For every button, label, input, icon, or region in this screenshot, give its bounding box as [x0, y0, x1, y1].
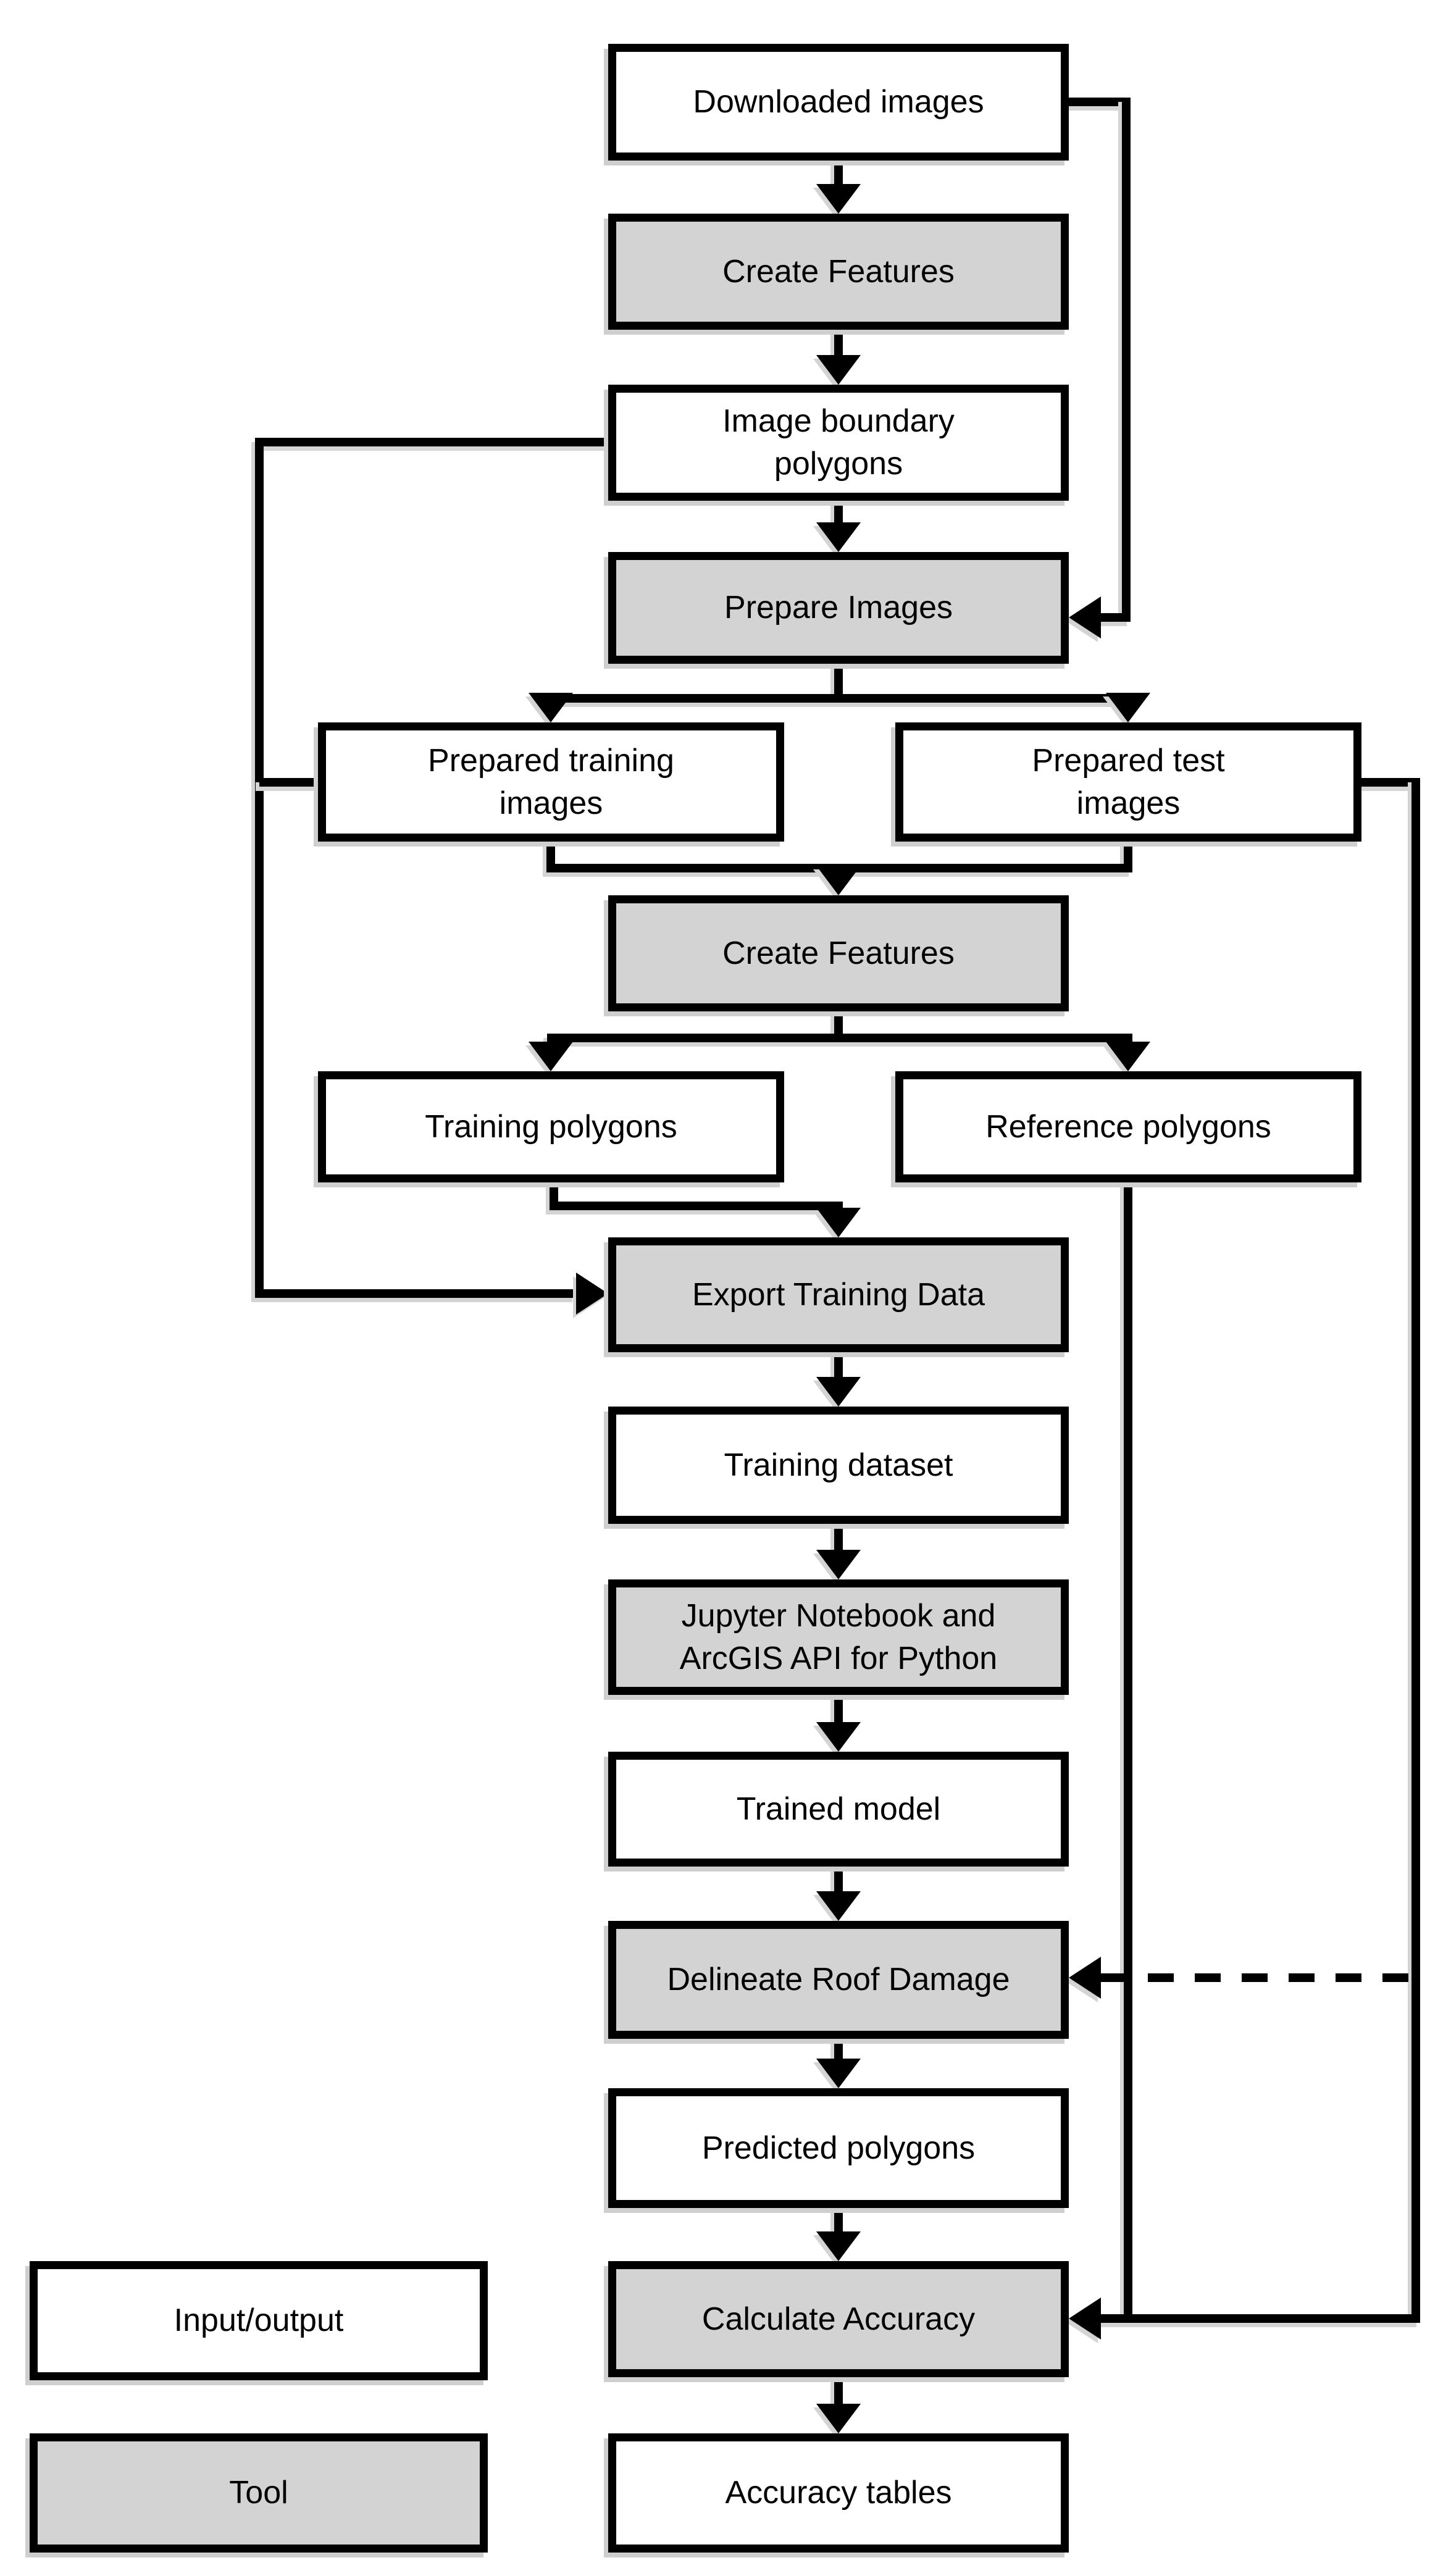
edge-trainpoly-horizontal	[550, 1202, 843, 1210]
legend-tool: Tool	[30, 2433, 488, 2553]
edge-leftrail-vertical	[255, 438, 264, 1298]
edge-into-calculate	[1101, 2314, 1420, 2323]
edge-boundary-to-prepareimages	[834, 501, 843, 525]
legend-input-output-label: Input/output	[174, 2302, 344, 2339]
edge-testimages-out	[1361, 778, 1420, 787]
node-jupyter-notebook-arcgis: Jupyter Notebook and ArcGIS API for Pyth…	[608, 1579, 1069, 1695]
arrowhead-left-icon	[1069, 2298, 1101, 2340]
edge-jupyter-to-model	[834, 1695, 843, 1725]
legend-tool-label: Tool	[229, 2475, 288, 2511]
edge-split1-horizontal	[547, 694, 1132, 703]
node-prepare-images: Prepare Images	[608, 552, 1069, 664]
edge-downloaded-to-createfeatures1	[834, 161, 843, 189]
node-export-training-data: Export Training Data	[608, 1237, 1069, 1352]
node-label: Export Training Data	[692, 1276, 985, 1313]
arrowhead-down-icon	[1106, 693, 1150, 722]
edge-leftrail-top	[259, 438, 608, 446]
edge-delineate-to-predicted	[834, 2039, 843, 2061]
node-label: Delineate Roof Damage	[667, 1962, 1010, 1998]
node-create-features-1: Create Features	[608, 214, 1069, 330]
edge-refpoly-vertical	[1124, 1182, 1132, 2323]
edge-dashed-into-delineate	[1101, 1973, 1411, 1982]
node-create-features-2: Create Features	[608, 895, 1069, 1011]
arrowhead-down-icon	[816, 1377, 861, 1407]
edge-dataset-to-jupyter	[834, 1524, 843, 1552]
node-label: Trained model	[736, 1791, 941, 1827]
node-delineate-roof-damage: Delineate Roof Damage	[608, 1921, 1069, 2039]
edge-export-to-dataset	[834, 1352, 843, 1380]
edge-trainimages-to-leftrail	[259, 778, 318, 787]
arrowhead-down-icon	[816, 1722, 861, 1752]
arrowhead-down-icon	[816, 866, 861, 895]
node-training-dataset: Training dataset	[608, 1407, 1069, 1524]
edge-prepareimages-stem	[834, 664, 843, 698]
node-label: Training polygons	[425, 1108, 677, 1145]
arrowhead-down-icon	[529, 1042, 573, 1071]
arrowhead-down-icon	[816, 522, 861, 552]
arrowhead-down-icon	[1106, 1042, 1150, 1071]
arrowhead-down-icon	[816, 2231, 861, 2261]
node-label: Image boundary polygons	[722, 403, 955, 482]
node-label: Predicted polygons	[701, 2130, 976, 2166]
edge-createfeatures1-to-boundary	[834, 330, 843, 358]
node-label: Calculate Accuracy	[701, 2301, 976, 2337]
node-accuracy-tables: Accuracy tables	[608, 2433, 1069, 2553]
node-label: Create Features	[722, 935, 955, 971]
arrowhead-left-icon	[1069, 596, 1101, 638]
edge-bypass-vertical	[1122, 98, 1131, 622]
legend-input-output: Input/output	[30, 2261, 488, 2380]
node-image-boundary-polygons: Image boundary polygons	[608, 385, 1069, 501]
arrowhead-down-icon	[529, 693, 573, 722]
arrowhead-down-icon	[816, 2404, 861, 2433]
arrowhead-down-icon	[816, 1550, 861, 1579]
arrowhead-down-icon	[816, 355, 861, 385]
node-downloaded-images: Downloaded images	[608, 44, 1069, 161]
node-predicted-polygons: Predicted polygons	[608, 2088, 1069, 2208]
node-trained-model: Trained model	[608, 1752, 1069, 1867]
arrowhead-left-icon	[1069, 1957, 1101, 1999]
edge-bypass-bottom	[1099, 613, 1131, 622]
node-label: Prepared training images	[428, 742, 674, 821]
node-training-polygons: Training polygons	[318, 1071, 784, 1182]
edge-rightrail-vertical	[1411, 778, 1420, 2323]
node-calculate-accuracy: Calculate Accuracy	[608, 2261, 1069, 2377]
node-label: Training dataset	[724, 1447, 953, 1483]
arrowhead-down-icon	[816, 1208, 861, 1237]
edge-calculate-to-tables	[834, 2377, 843, 2406]
node-label: Prepared test images	[1032, 742, 1225, 821]
node-label: Jupyter Notebook and ArcGIS API for Pyth…	[679, 1597, 998, 1676]
edge-split2-horizontal	[547, 1034, 1132, 1042]
arrowhead-down-icon	[816, 184, 861, 214]
edge-model-to-delineate	[834, 1867, 843, 1894]
node-reference-polygons: Reference polygons	[895, 1071, 1361, 1182]
node-label: Prepare Images	[724, 590, 953, 626]
node-label: Create Features	[722, 253, 955, 290]
node-label: Reference polygons	[985, 1108, 1271, 1145]
arrowhead-right-icon	[576, 1273, 608, 1315]
arrowhead-down-icon	[816, 1891, 861, 1921]
edge-bypass-top	[1069, 98, 1131, 106]
arrowhead-down-icon	[816, 2059, 861, 2088]
edge-predicted-to-calculate	[834, 2208, 843, 2234]
node-label: Accuracy tables	[725, 2475, 952, 2511]
edge-leftrail-to-export	[255, 1289, 576, 1298]
node-label: Downloaded images	[693, 84, 984, 120]
node-prepared-training-images: Prepared training images	[318, 722, 784, 842]
node-prepared-test-images: Prepared test images	[895, 722, 1361, 842]
